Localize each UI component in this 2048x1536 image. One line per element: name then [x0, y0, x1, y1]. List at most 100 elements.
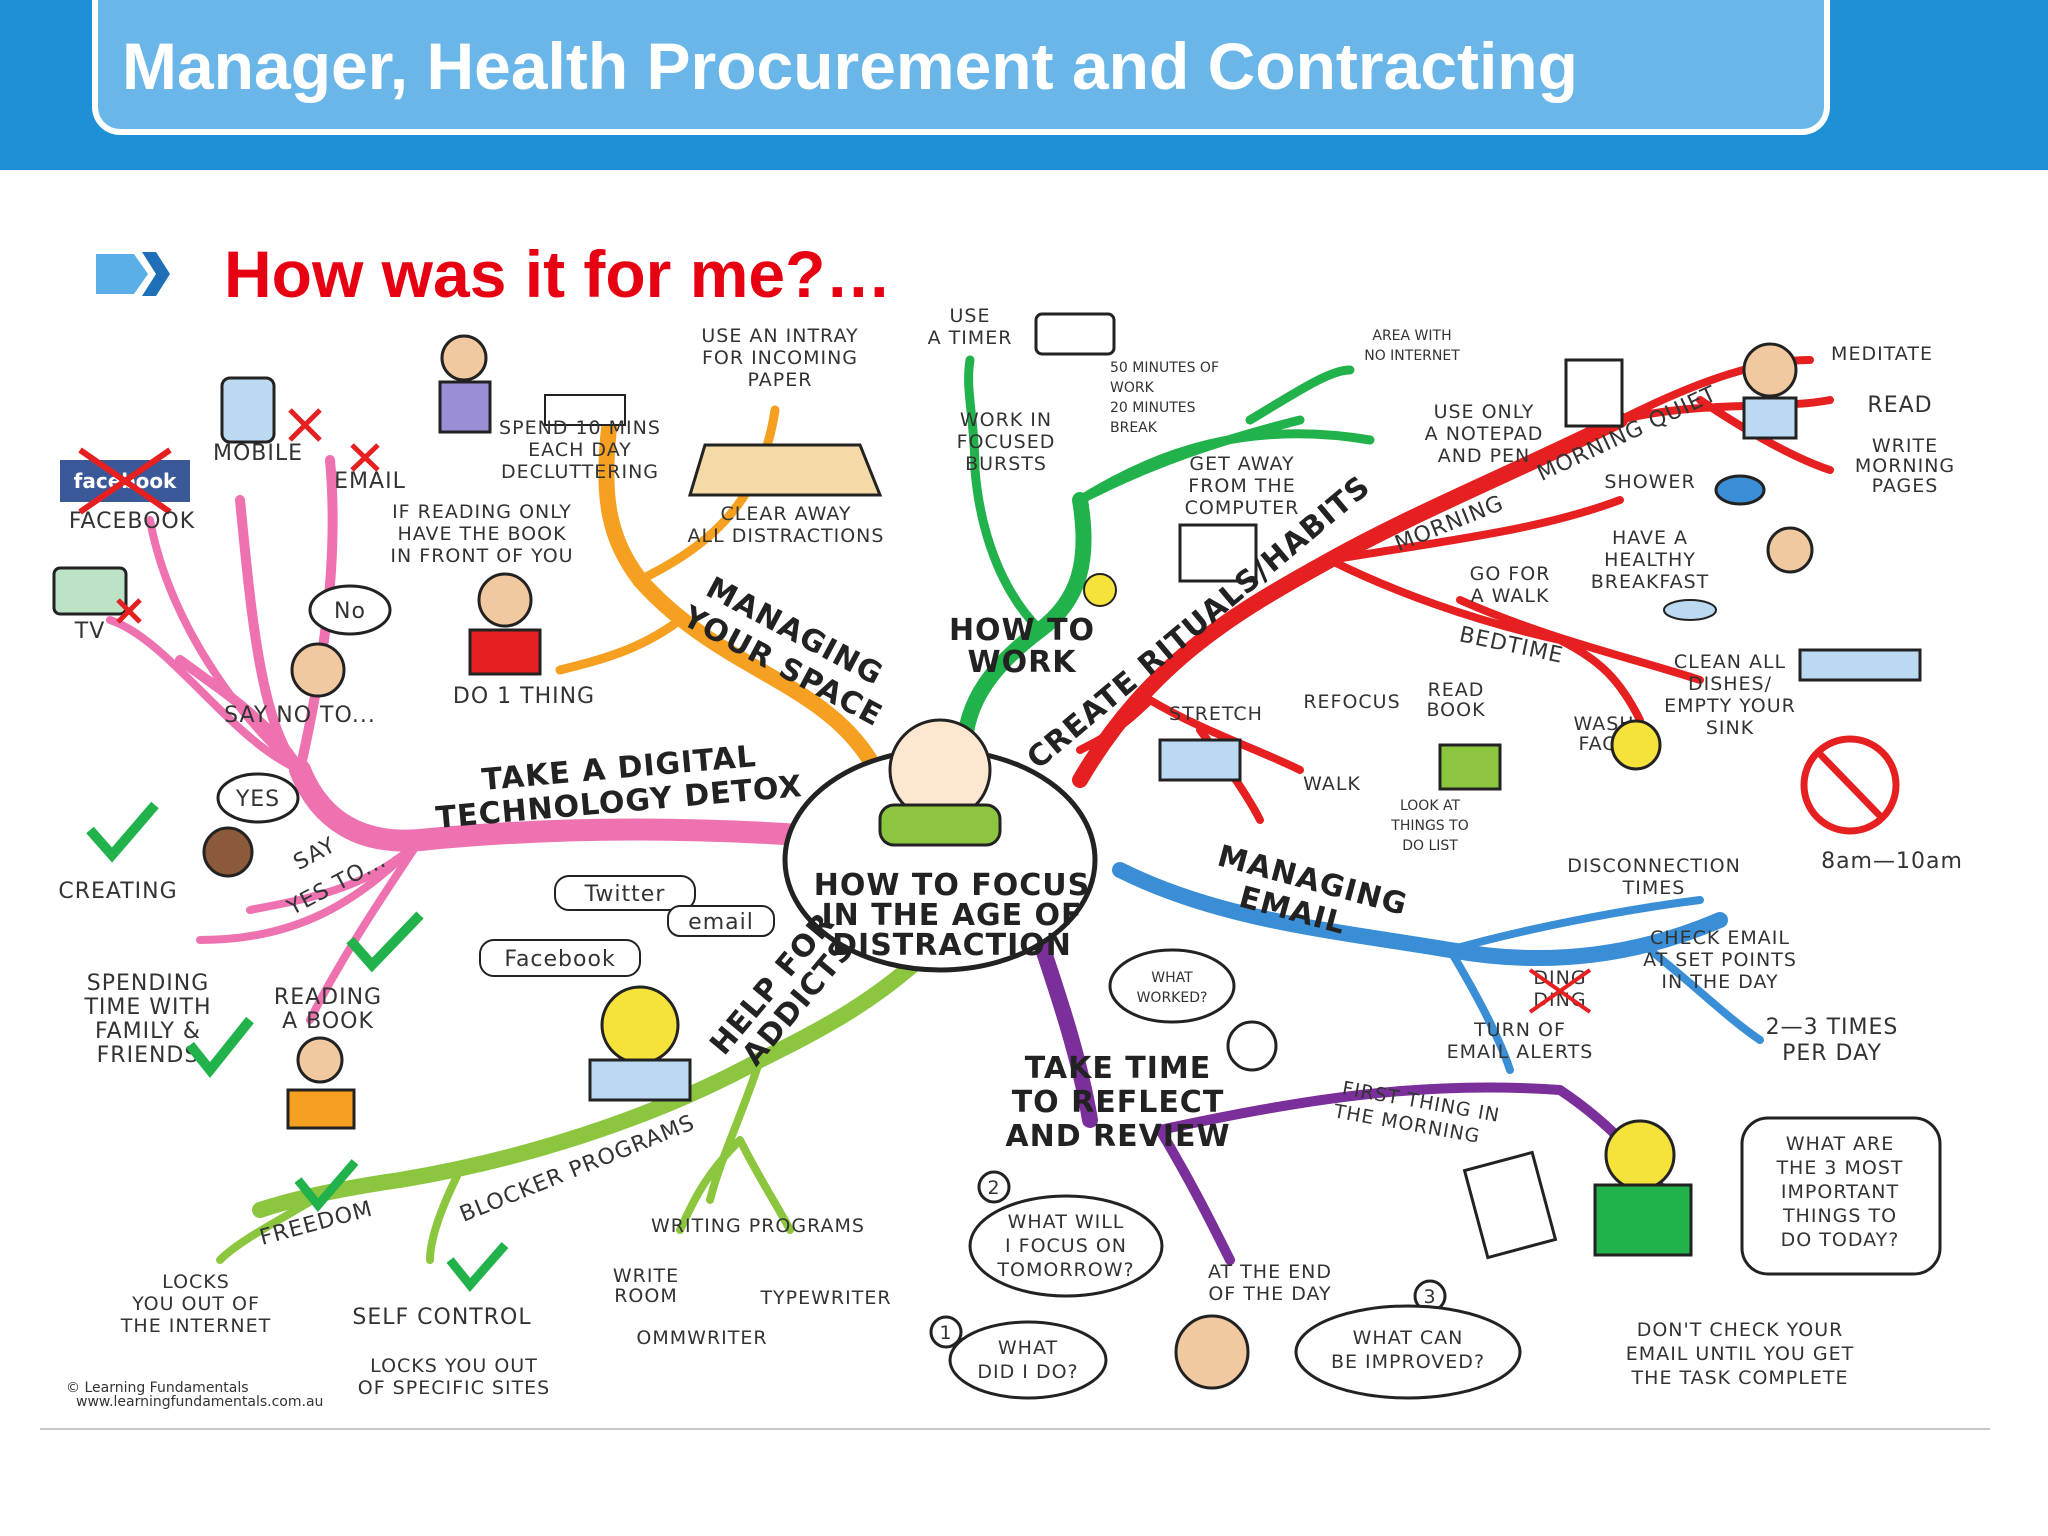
- fifty-label-3: 20 MINUTES: [1110, 400, 1196, 416]
- worked-label-1: WHAT: [1151, 970, 1193, 986]
- reading-only-label-3: IN FRONT OF YOU: [390, 545, 573, 567]
- facebook-label: FACEBOOK: [69, 509, 195, 534]
- desk-icon: [687, 443, 883, 497]
- did-i-do-label-2: DID I DO?: [977, 1361, 1078, 1383]
- dishes-label-2: DISHES/: [1688, 673, 1772, 695]
- fifty-label-1: 50 MINUTES OF: [1110, 360, 1219, 376]
- ding-label-2: DING: [1533, 989, 1586, 1011]
- cross-icon: [350, 443, 380, 472]
- refocus-label: REFOCUS: [1303, 691, 1400, 713]
- number-circle-icon: [977, 1170, 1011, 1204]
- speech-bubble-icon: [948, 1320, 1108, 1400]
- intray-label-1: USE AN INTRAY: [701, 325, 858, 347]
- checkmark-icon: [186, 1016, 254, 1079]
- alerts-label-2: EMAIL ALERTS: [1447, 1041, 1594, 1063]
- area-label-1: AREA WITH: [1372, 328, 1451, 344]
- one-thing-label: DO 1 THING: [453, 684, 595, 709]
- times-label-1: 2—3 TIMES: [1766, 1015, 1899, 1040]
- dont-check-label-2: EMAIL UNTIL YOU GET: [1626, 1343, 1854, 1365]
- notepad-label-2: A NOTEPAD: [1425, 423, 1544, 445]
- center-line-3: DISTRACTION: [832, 928, 1072, 963]
- speech-bubble-icon: [308, 584, 392, 636]
- branch-detox-line: [289, 759, 811, 852]
- reading-girl-icon: [477, 572, 533, 628]
- woman-face-icon: [1766, 526, 1814, 574]
- number-one: 1: [939, 1322, 952, 1344]
- smiling-face-icon: [202, 826, 254, 878]
- breakfast-label-3: BREAKFAST: [1591, 571, 1710, 593]
- cross-icon: [1528, 968, 1592, 1014]
- three-things-label-4: THINGS TO: [1782, 1205, 1897, 1227]
- dont-check-label-1: DON'T CHECK YOUR: [1637, 1319, 1844, 1341]
- disconnection-label-2: TIMES: [1622, 877, 1686, 899]
- addicts-group: HELP FOR ADDICTS Twitter email Facebook …: [120, 875, 891, 1399]
- intray-label-2: FOR INCOMING: [702, 347, 858, 369]
- shower-label: SHOWER: [1604, 471, 1695, 493]
- locks-internet-label-1: LOCKS: [162, 1271, 230, 1293]
- no-computer-icon: [1800, 735, 1900, 835]
- anxious-face-icon: [600, 985, 680, 1065]
- three-things-label-1: WHAT ARE: [1786, 1133, 1894, 1155]
- email-tag: [667, 905, 775, 937]
- shower-head-icon: [1714, 474, 1766, 506]
- branch-space-line: [598, 412, 878, 768]
- write-room-label-1: WRITE: [613, 1265, 679, 1287]
- woman-thinking-icon: [1604, 1119, 1676, 1191]
- spending-label-2: TIME WITH: [83, 995, 211, 1020]
- area-label-2: NO INTERNET: [1364, 348, 1460, 364]
- locks-sites-label-2: OF SPECIFIC SITES: [358, 1377, 551, 1399]
- thinking-face-icon: [1226, 1020, 1278, 1072]
- center-line-2: IN THE AGE OF: [822, 898, 1083, 933]
- notepad-label-1: USE ONLY: [1434, 401, 1535, 423]
- paper-stack-icon: [544, 394, 626, 426]
- alerts-label-1: TURN OF: [1473, 1019, 1566, 1041]
- focus-tomorrow-label-2: I FOCUS ON: [1005, 1235, 1127, 1257]
- no-bubble-text: No: [334, 599, 366, 624]
- twitter-label: Twitter: [584, 882, 666, 907]
- end-of-day-label-1: AT THE END: [1208, 1261, 1332, 1283]
- notepad-label-3: AND PEN: [1438, 445, 1531, 467]
- washing-face-icon: [1610, 719, 1662, 771]
- number-three: 3: [1423, 1286, 1436, 1308]
- book-reader-icon: [1438, 743, 1502, 791]
- reflect-label-2: TO REFLECT: [1012, 1085, 1225, 1120]
- bowl-icon: [1663, 599, 1717, 621]
- spending-label-4: FRIENDS: [97, 1043, 200, 1068]
- locks-internet-label-3: THE INTERNET: [120, 1315, 271, 1337]
- read-book-label-1: READ: [1428, 679, 1485, 701]
- timer-icon: [1034, 312, 1116, 356]
- title-box: [92, 0, 1830, 135]
- email-label: EMAIL: [334, 469, 406, 494]
- intray-label-3: PAPER: [748, 369, 813, 391]
- mobile-phone-icon: [220, 376, 276, 444]
- person-decluttering-icon: [440, 334, 488, 382]
- focus-tomorrow-label-3: TOMORROW?: [996, 1259, 1134, 1281]
- look-label-1: LOOK AT: [1400, 798, 1460, 814]
- declutter-label-1: SPEND 10 MINS: [499, 417, 661, 439]
- pages-label-3: PAGES: [1872, 475, 1939, 497]
- read-book-label-2: BOOK: [1426, 699, 1485, 721]
- twitter-tag: [554, 875, 696, 911]
- reflect-label-3: AND REVIEW: [1005, 1119, 1230, 1154]
- writing-label: WRITING PROGRAMS: [651, 1215, 865, 1237]
- creating-label: CREATING: [58, 879, 177, 904]
- declutter-label-2: EACH DAY: [528, 439, 632, 461]
- declutter-label-3: DECLUTTERING: [501, 461, 659, 483]
- checkmark-icon: [294, 1159, 359, 1213]
- spending-label-1: SPENDING: [87, 971, 210, 996]
- reading-label-2: A BOOK: [282, 1009, 374, 1034]
- speech-bubble-icon: [1108, 948, 1236, 1024]
- email-group: MANAGING EMAIL DISCONNECTION TIMES 8am—1…: [1214, 839, 1963, 1066]
- locks-internet-label-2: YOU OUT OF: [131, 1293, 260, 1315]
- improved-label-2: BE IMPROVED?: [1331, 1351, 1485, 1373]
- center-node: HOW TO FOCUS IN THE AGE OF DISTRACTION: [782, 718, 1098, 973]
- facebook-tag-label: Facebook: [504, 947, 615, 972]
- number-two: 2: [987, 1177, 1000, 1199]
- facebook-tag: [479, 939, 641, 977]
- stretch-label: STRETCH: [1169, 703, 1263, 725]
- improved-label-1: WHAT CAN: [1353, 1327, 1464, 1349]
- end-of-day-label-2: OF THE DAY: [1208, 1283, 1331, 1305]
- hours-label: 8am—10am: [1821, 849, 1963, 874]
- work-label-1: HOW TO: [949, 613, 1095, 648]
- dishes-label-1: CLEAN ALL: [1674, 651, 1786, 673]
